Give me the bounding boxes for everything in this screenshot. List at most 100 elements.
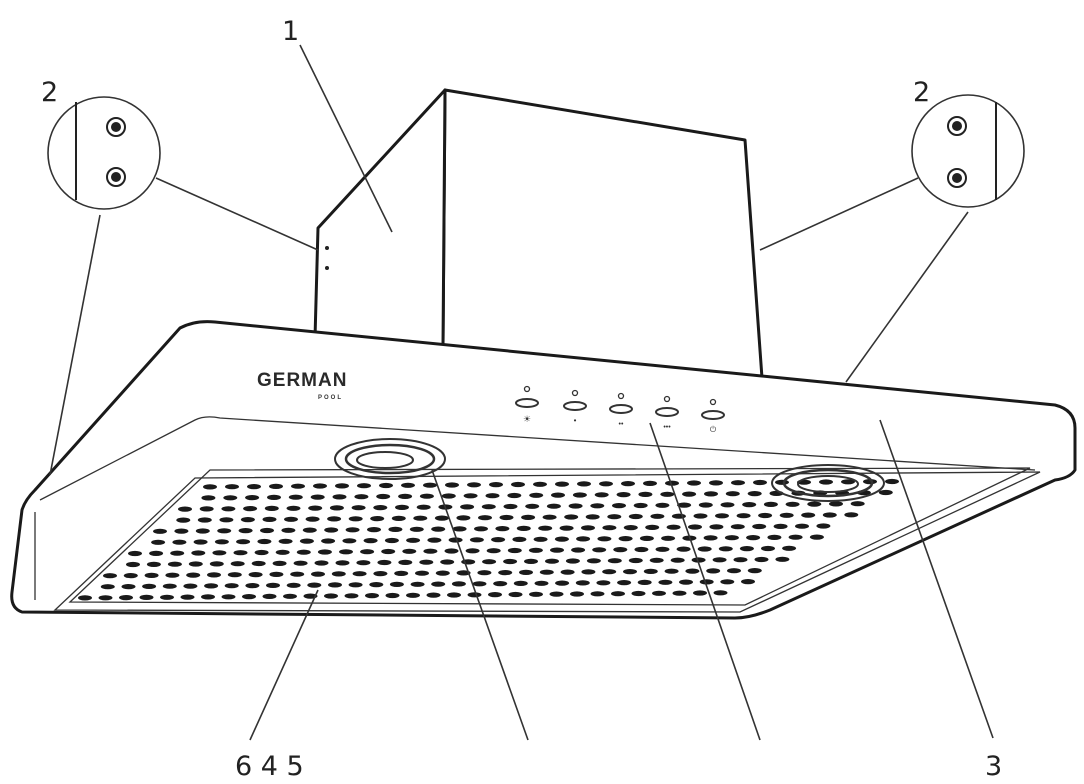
filter-hole <box>758 512 773 519</box>
button-speed-1[interactable]: • <box>563 389 587 426</box>
filter-hole <box>103 573 117 579</box>
filter-hole <box>406 537 421 543</box>
button-light[interactable]: ☀ <box>515 385 539 425</box>
filter-hole <box>377 559 392 566</box>
filter-hole <box>456 515 471 521</box>
filter-hole <box>376 493 391 500</box>
button-power[interactable]: ⏻ <box>701 398 725 435</box>
filter-hole <box>245 495 260 501</box>
filter-hole <box>419 493 434 499</box>
filter-hole <box>752 523 767 530</box>
filter-hole <box>170 550 185 556</box>
chimney-screw-dot <box>325 266 329 270</box>
filter-hole <box>284 516 298 522</box>
filter-hole <box>379 482 393 489</box>
filter-hole <box>785 501 800 507</box>
filter-hole <box>611 591 625 597</box>
filter-hole <box>245 583 260 589</box>
filter-hole <box>693 513 708 519</box>
filter-hole <box>314 560 329 566</box>
light-icon: ☀ <box>523 414 531 424</box>
filter-hole <box>736 513 751 519</box>
filter-hole <box>123 573 138 579</box>
filter-hole <box>281 527 296 533</box>
filter-hole <box>571 547 586 553</box>
button-speed-2[interactable]: •• <box>609 392 633 429</box>
filter-hole <box>623 525 638 531</box>
light-left <box>334 438 446 480</box>
filter-hole <box>549 591 564 597</box>
filter-hole <box>712 557 727 563</box>
filter-hole <box>779 512 794 518</box>
filter-hole <box>628 513 643 520</box>
chimney-screw-dot <box>325 246 329 250</box>
filter-hole <box>394 570 409 577</box>
filter-hole <box>153 528 167 534</box>
filter-hole <box>576 536 591 542</box>
power-icon: ⏻ <box>710 425 717 434</box>
filter-hole <box>885 478 899 485</box>
filter-hole <box>628 557 643 564</box>
filter-hole <box>214 539 229 545</box>
filter-hole <box>291 483 305 489</box>
filter-hole <box>288 494 303 500</box>
filter-hole <box>498 570 513 576</box>
filter-hole <box>324 593 338 599</box>
filter-hole <box>850 501 865 507</box>
filter-hole <box>546 503 561 509</box>
filter-hole <box>529 591 543 597</box>
filter-hole <box>381 548 396 555</box>
filter-hole <box>243 506 258 512</box>
filter-hole <box>724 535 739 541</box>
filter-hole <box>344 593 359 599</box>
filter-hole <box>747 491 762 497</box>
filter-hole <box>423 482 437 488</box>
detail-left <box>47 96 161 210</box>
filter-hole <box>149 550 164 557</box>
filter-hole <box>299 538 314 544</box>
filter-hole <box>225 484 239 490</box>
filter-hole <box>435 570 450 576</box>
filter-hole <box>283 593 297 599</box>
button-speed-3[interactable]: ••• <box>655 395 679 432</box>
filter-hole <box>613 547 628 553</box>
filter-hole <box>236 539 251 545</box>
light-right <box>771 464 885 502</box>
filter-hole <box>529 492 544 498</box>
callout-bottom-group: 6 4 5 <box>235 751 304 782</box>
filter-hole <box>590 591 605 597</box>
filter-hole <box>188 561 203 567</box>
filter-hole <box>165 572 180 578</box>
brand-logo: GERMAN POOL <box>257 370 346 401</box>
filter-hole <box>310 494 325 500</box>
filter-hole <box>251 560 266 567</box>
filter-hole <box>664 568 679 574</box>
filter-hole <box>209 561 224 567</box>
speed-2-icon: •• <box>619 421 624 428</box>
filter-hole <box>666 524 681 530</box>
grease-filter <box>53 467 1041 613</box>
filter-hole <box>415 570 429 576</box>
filter-hole <box>637 579 652 586</box>
filter-hole <box>389 581 404 588</box>
filter-hole <box>305 516 320 522</box>
filter-hole <box>727 568 741 574</box>
filter-hole <box>313 483 327 489</box>
filter-hole <box>525 503 540 509</box>
filter-hole <box>445 482 459 488</box>
filter-hole <box>242 594 256 600</box>
filter-hole <box>679 579 693 585</box>
filter-holes <box>78 478 899 601</box>
filter-hole <box>286 582 301 588</box>
filter-hole <box>469 537 484 543</box>
filter-hole <box>697 546 712 552</box>
filter-hole <box>676 546 691 552</box>
filter-hole <box>348 516 363 522</box>
filter-hole <box>709 480 723 486</box>
filter-hole <box>186 572 201 578</box>
filter-hole <box>807 501 822 507</box>
filter-hole <box>416 504 431 510</box>
filter-hole <box>590 503 605 509</box>
filter-hole <box>795 523 809 529</box>
